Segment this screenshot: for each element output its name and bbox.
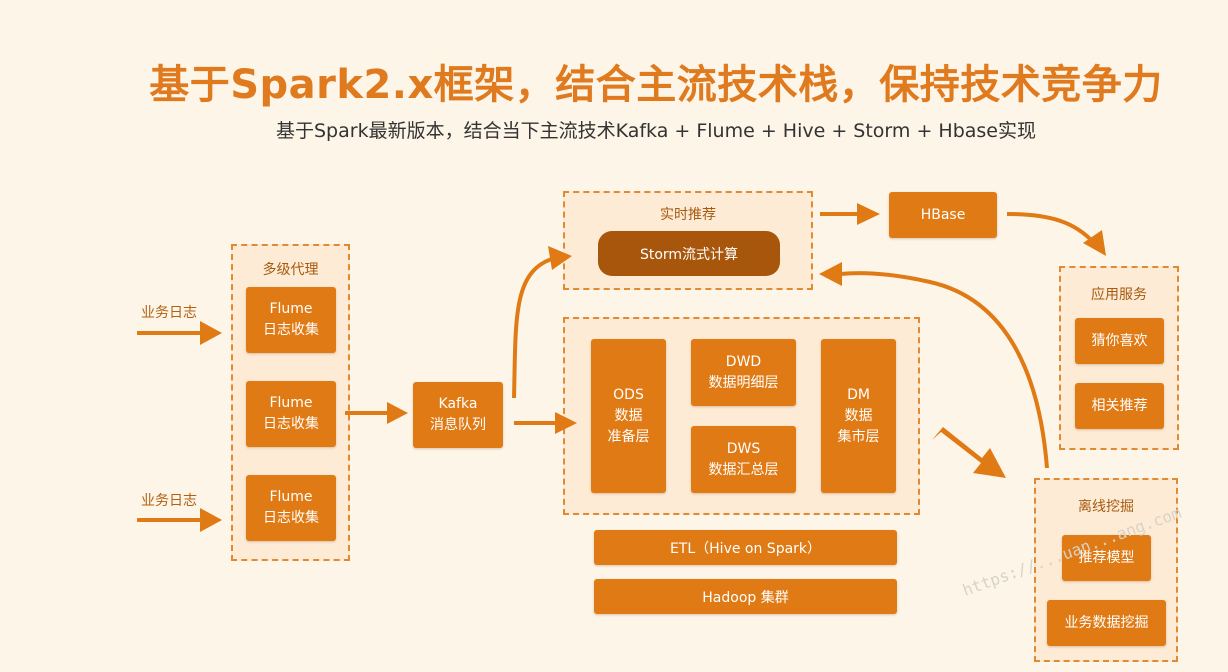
- arrow-storm-hbase: [820, 203, 880, 225]
- kafka-name: Kafka: [438, 396, 478, 412]
- hbase-box: HBase: [889, 192, 997, 238]
- offline-label: 离线挖掘: [1078, 499, 1134, 515]
- ods-desc2: 准备层: [607, 428, 650, 445]
- dws-layer: DWS 数据汇总层: [691, 426, 796, 493]
- flume-box: Flume 日志收集: [246, 287, 336, 353]
- arrow-log-top: [137, 321, 222, 345]
- dws-name: DWS: [726, 440, 761, 457]
- dwd-name: DWD: [725, 353, 762, 370]
- dm-name: DM: [847, 386, 870, 403]
- realtime-group-label: 实时推荐: [660, 207, 716, 223]
- log-input-bottom: 业务日志: [141, 493, 197, 509]
- offline-item: 推荐模型: [1062, 535, 1151, 581]
- kafka-box: Kafka 消息队列: [413, 382, 503, 448]
- dm-desc1: 数据: [844, 407, 873, 424]
- ods-layer: ODS 数据 准备层: [591, 339, 666, 493]
- dws-desc: 数据汇总层: [708, 461, 779, 478]
- arrow-flume-kafka: [345, 402, 408, 424]
- flume-box-desc: 日志收集: [263, 322, 319, 338]
- page-title: 基于Spark2.x框架，结合主流技术栈，保持技术竞争力: [149, 62, 1163, 108]
- agent-group-label: 多级代理: [262, 262, 319, 278]
- arrow-log-bottom: [137, 508, 222, 532]
- app-service-item: 相关推荐: [1075, 383, 1164, 429]
- flume-box-desc: 日志收集: [263, 416, 319, 432]
- app-service-item: 猜你喜欢: [1075, 318, 1164, 364]
- flume-box: Flume 日志收集: [246, 381, 336, 447]
- arrow-warehouse-offline: [932, 427, 1006, 478]
- page-subtitle: 基于Spark最新版本，结合当下主流技术Kafka + Flume + Hive…: [276, 120, 1036, 142]
- offline-item: 业务数据挖掘: [1047, 600, 1166, 646]
- flume-box-name: Flume: [269, 301, 313, 317]
- storm-box: Storm流式计算: [598, 231, 780, 276]
- ods-desc1: 数据: [614, 407, 643, 424]
- etl-bar: ETL（Hive on Spark）: [594, 530, 897, 565]
- app-service-label: 应用服务: [1091, 287, 1147, 303]
- arrow-hbase-app: [1006, 212, 1106, 256]
- flume-box-name: Flume: [269, 395, 313, 411]
- log-input-top: 业务日志: [141, 305, 197, 321]
- flume-box-name: Flume: [269, 489, 313, 505]
- dwd-desc: 数据明细层: [708, 374, 779, 391]
- kafka-desc: 消息队列: [430, 417, 486, 433]
- dwd-layer: DWD 数据明细层: [691, 339, 796, 406]
- hadoop-bar: Hadoop 集群: [594, 579, 897, 614]
- dm-layer: DM 数据 集市层: [821, 339, 896, 493]
- dm-desc2: 集市层: [837, 428, 880, 445]
- flume-box: Flume 日志收集: [246, 475, 336, 541]
- flume-box-desc: 日志收集: [263, 510, 319, 526]
- ods-name: ODS: [613, 386, 644, 403]
